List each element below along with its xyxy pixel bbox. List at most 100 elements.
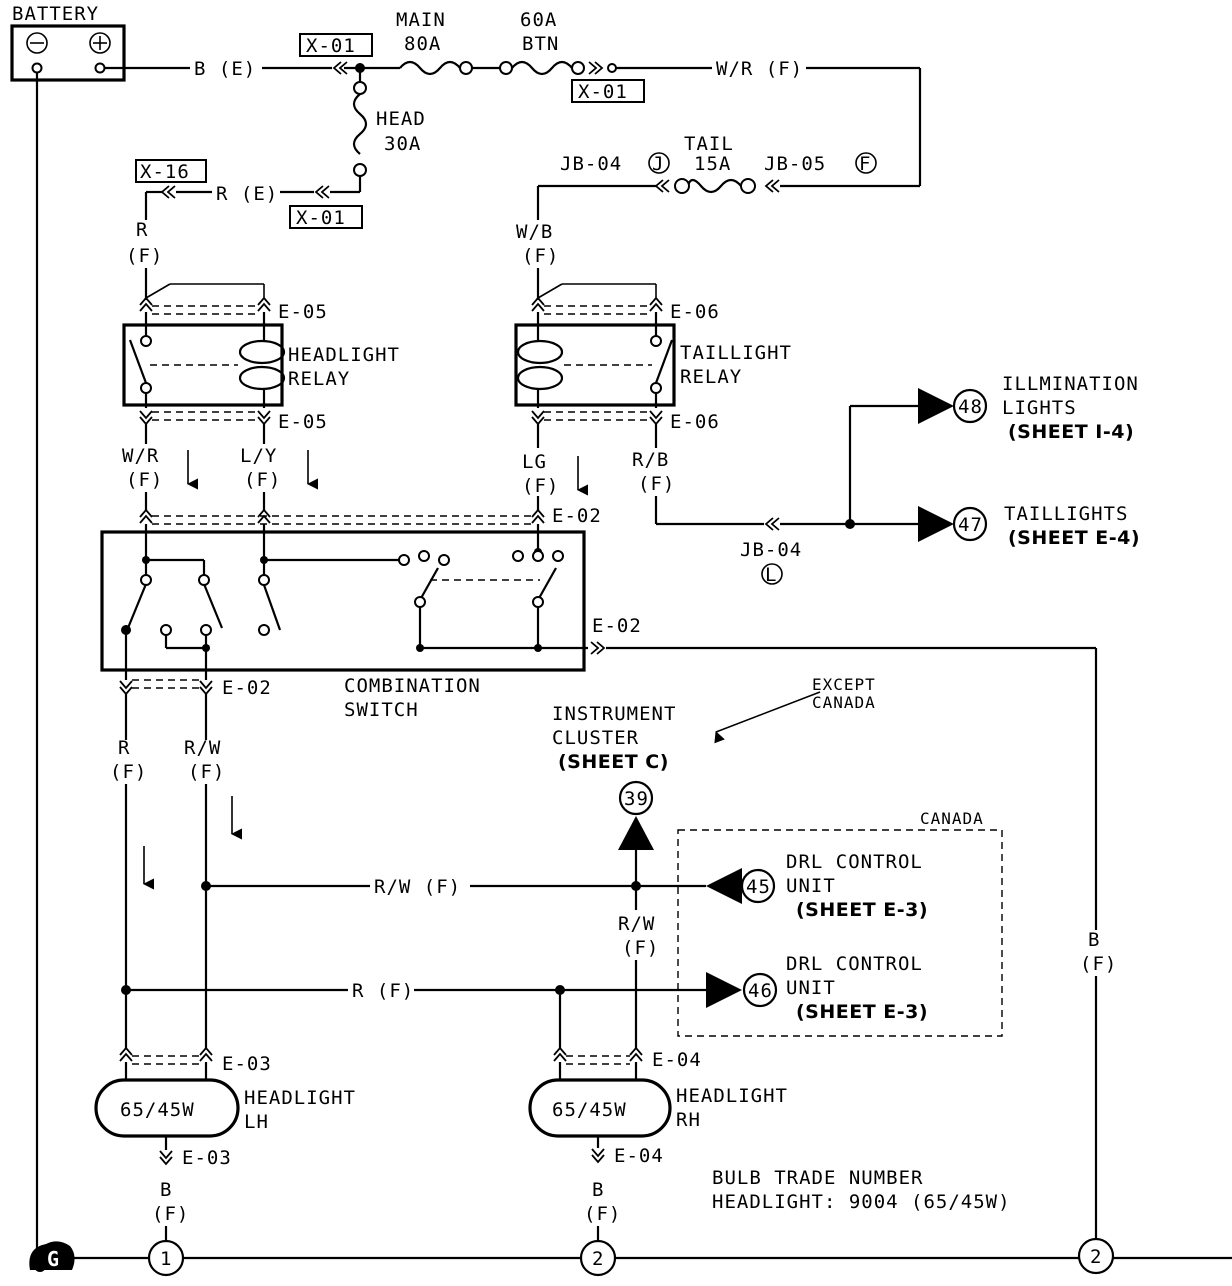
ref-45-line1: DRL CONTROL	[786, 851, 923, 873]
connector-jb05: JB-05	[764, 153, 826, 175]
tail-fuse: TAIL 15A JB-04 J JB-05 F W/B (F)	[516, 133, 920, 300]
ground-point-2a-label: 2	[592, 1248, 604, 1270]
ref-46-line1: DRL CONTROL	[786, 953, 923, 975]
ref-39-number: 39	[624, 788, 649, 810]
ref-45-line2: UNIT	[786, 875, 836, 897]
wire-w-b: W/B	[516, 221, 553, 243]
taillight-relay-label-2: RELAY	[680, 366, 742, 388]
ground-bus: G 1 2 2	[29, 1237, 1232, 1277]
battery-label: BATTERY	[12, 3, 99, 25]
except-canada-1: EXCEPT	[812, 675, 876, 694]
main-fuse	[399, 60, 461, 76]
connector-e05-top: E-05	[278, 301, 328, 323]
headlight-lh-label-2: LH	[244, 1111, 269, 1133]
head-fuse: HEAD 30A X-01 R (E) X-16 R (F)	[126, 68, 426, 300]
wire-r-f: R (F)	[352, 980, 414, 1002]
headlight-relay: E-05 HEADLIGHT RELAY E-05 W/R (F) L/Y (F…	[122, 283, 400, 510]
wire-r-w-mid2: (F)	[622, 937, 659, 959]
wire-w-r-relay2: (F)	[126, 469, 163, 491]
ref-48-line2: LIGHTS	[1002, 397, 1077, 419]
headlight-rh: E-04 65/45W HEADLIGHT RH E-04 B (F)	[528, 1047, 788, 1240]
wire-w-b2: (F)	[522, 245, 559, 267]
wire-r-b: R/B	[632, 449, 669, 471]
fuse-btn-rating: 60A	[520, 9, 557, 31]
main-feed: B (E) X-01 MAIN 80A 60A BTN X-01 W/R (F)	[104, 9, 922, 186]
wire-lg2: (F)	[522, 475, 559, 497]
fuse-tail-rating: 15A	[694, 153, 731, 175]
wire-w-r-f-top: W/R (F)	[716, 58, 803, 80]
btn-fuse	[511, 60, 573, 76]
combination-switch: E-02	[100, 505, 1116, 1238]
ref-39-line3: (SHEET C)	[558, 751, 669, 773]
connector-e02-right: E-02	[592, 615, 642, 637]
connector-jb04-mid-pin: L	[765, 564, 777, 586]
ref-47-line2: (SHEET E-4)	[1008, 527, 1140, 549]
headlight-rh-label-2: RH	[676, 1109, 701, 1131]
fuse-head-rating: 30A	[384, 133, 421, 155]
wire-l-y2: (F)	[244, 469, 281, 491]
note-line2: HEADLIGHT: 9004 (65/45W)	[712, 1191, 1011, 1213]
wire-b-rh: B	[592, 1179, 604, 1201]
note-line1: BULB TRADE NUMBER	[712, 1167, 923, 1189]
connector-e05-bot: E-05	[278, 411, 328, 433]
headlight-lh-label-1: HEADLIGHT	[244, 1087, 356, 1109]
ground-label: G	[47, 1247, 60, 1271]
ref-48-line1: ILLMINATION	[1002, 373, 1139, 395]
wire-r-e: R (E)	[216, 183, 278, 205]
taillight-relay: E-06 TAILLIGHT RELAY E-06 LG (F) R/B (F)	[514, 283, 791, 524]
wire-r-w-f: R/W (F)	[374, 876, 461, 898]
ground-point-2a	[579, 1239, 617, 1277]
wire-r-w-left: R/W	[184, 737, 221, 759]
wire-r-w-mid: R/W	[618, 913, 655, 935]
ground-point-2b-label: 2	[1090, 1246, 1102, 1268]
ref-46-number: 46	[748, 980, 773, 1002]
bulb-note: BULB TRADE NUMBER HEADLIGHT: 9004 (65/45…	[712, 1167, 1011, 1213]
connector-e03-bot: E-03	[182, 1147, 232, 1169]
connector-jb04-top: JB-04	[560, 153, 622, 175]
wire-r-a: R	[136, 219, 148, 241]
wire-b-lh2: (F)	[152, 1203, 189, 1225]
fuse-tail-label: TAIL	[684, 133, 734, 155]
connector-e06-bot: E-06	[670, 411, 720, 433]
connector-e04-bot: E-04	[614, 1145, 664, 1167]
fuse-main-label: MAIN	[396, 9, 446, 31]
ref-39-line1: INSTRUMENT	[552, 703, 676, 725]
wire-l-y: L/Y	[240, 445, 277, 467]
headlight-rh-label-1: HEADLIGHT	[676, 1085, 788, 1107]
connector-x01-a: X-01	[306, 35, 356, 57]
wire-b-rh2: (F)	[584, 1203, 621, 1225]
ref-48-number: 48	[958, 396, 983, 418]
wire-r-left: R	[118, 737, 130, 759]
connector-x01-c: X-01	[296, 207, 346, 229]
ref-47-number: 47	[958, 514, 983, 536]
except-canada-2: CANADA	[812, 693, 876, 712]
fuse-btn-label: BTN	[522, 33, 559, 55]
connector-jb04-mid: JB-04	[740, 539, 802, 561]
ground-point-1	[147, 1239, 185, 1277]
ref-48-line3: (SHEET I-4)	[1008, 421, 1134, 443]
wire-b-e: B (E)	[194, 58, 256, 80]
headlight-lh: E-03 65/45W HEADLIGHT LH E-03 B (F)	[94, 1047, 356, 1240]
connector-e04-top: E-04	[652, 1049, 702, 1071]
connector-e02-bot: E-02	[222, 677, 272, 699]
wire-r-left2: (F)	[110, 761, 147, 783]
wire-r-b2: (F)	[638, 473, 675, 495]
ground-point-2b	[1077, 1237, 1115, 1275]
connector-jb04-top-pin: J	[652, 153, 664, 175]
ref-39-line2: CLUSTER	[552, 727, 639, 749]
headlight-relay-label-2: RELAY	[288, 368, 350, 390]
lower-wiring: R (F) R/W (F) R/W (F) R (F) 39 INSTRUMEN…	[110, 675, 1003, 1048]
connector-x16: X-16	[140, 161, 190, 183]
wire-w-r-relay: W/R	[122, 445, 159, 467]
combination-switch-label-1: COMBINATION	[344, 675, 481, 697]
canada-label: CANADA	[920, 809, 984, 828]
headlight-relay-label-1: HEADLIGHT	[288, 344, 400, 366]
connector-x01-b: X-01	[578, 81, 628, 103]
connector-jb05-pin: F	[859, 153, 871, 175]
wire-lg: LG	[522, 451, 547, 473]
fuse-head-label: HEAD	[376, 108, 426, 130]
ground-point-1-label: 1	[160, 1248, 172, 1270]
wire-r-a2: (F)	[126, 245, 163, 267]
wire-b-right: B	[1088, 929, 1100, 951]
